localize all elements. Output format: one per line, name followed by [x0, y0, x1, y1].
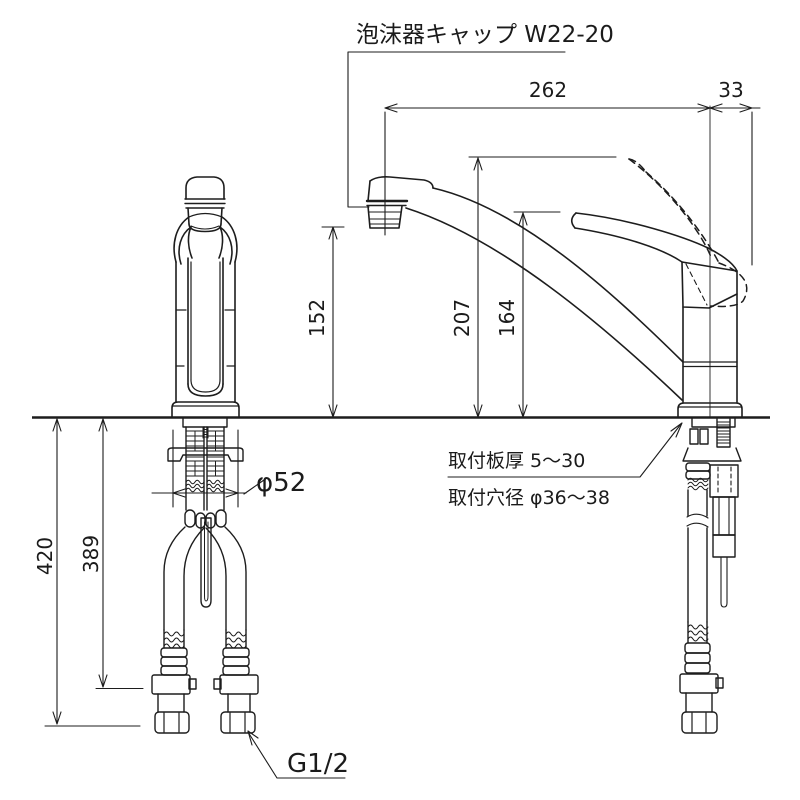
raised-lever-phantom — [628, 158, 748, 308]
dim-164: 164 — [495, 299, 519, 337]
drawing-text: 泡沫器キャップ W22-20 262 33 152 207 164 φ52 42… — [33, 22, 744, 779]
side-view-under-counter — [679, 417, 742, 734]
dim-207: 207 — [450, 299, 474, 337]
dim-389: 389 — [79, 535, 103, 573]
thread-leader — [247, 731, 346, 779]
dimension-lines — [44, 51, 761, 779]
mount-hole-label: 取付穴径 φ36〜38 — [448, 487, 610, 509]
thread-size-label: G1/2 — [287, 749, 349, 779]
mount-thickness-label: 取付板厚 5〜30 — [448, 450, 585, 472]
front-view — [171, 176, 240, 418]
mount-note-leader — [447, 423, 682, 478]
dim-420: 420 — [33, 537, 57, 575]
aerator-cap-label: 泡沫器キャップ W22-20 — [356, 22, 614, 48]
dim-152: 152 — [305, 299, 329, 337]
front-view-under-counter — [151, 417, 259, 734]
aerator-leader-line — [347, 51, 566, 208]
dim-phi52: φ52 — [256, 468, 306, 498]
dim-33: 33 — [718, 78, 743, 102]
dim-262: 262 — [529, 78, 567, 102]
side-view — [365, 105, 748, 419]
